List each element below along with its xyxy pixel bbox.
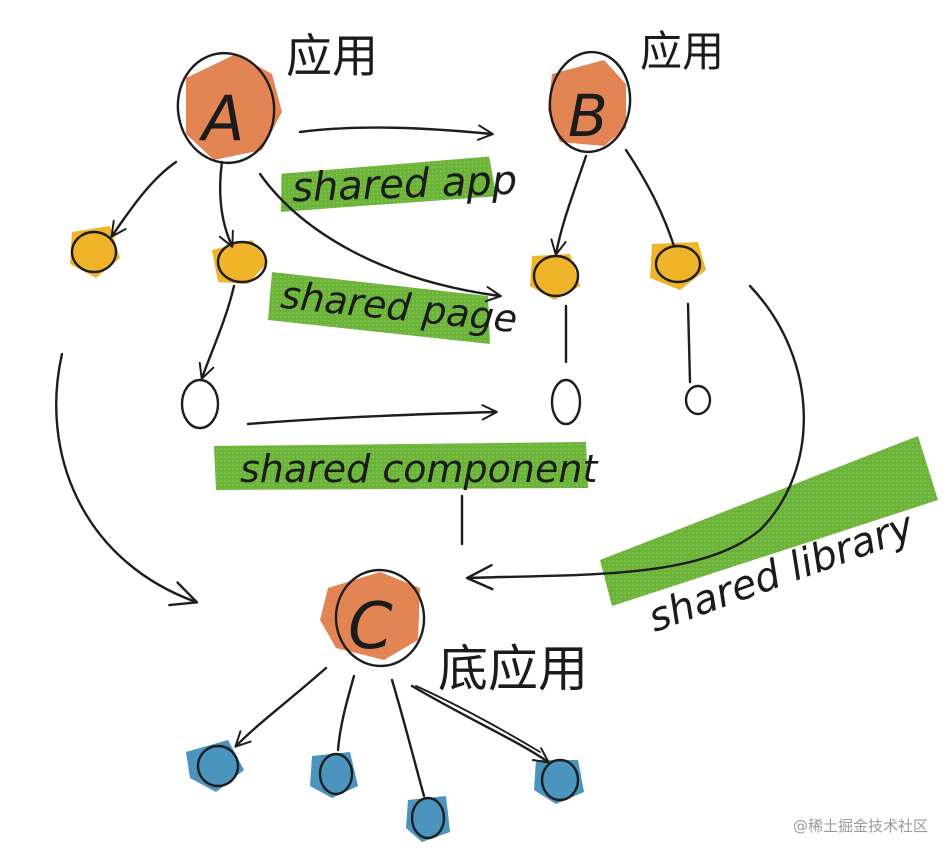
- watermark: @稀土掘金技术社区: [792, 817, 928, 835]
- app-a-node: A: [176, 51, 282, 165]
- page-node-a1: [70, 226, 120, 278]
- arrow-a-to-page2: [218, 160, 234, 248]
- arrow-b-to-page2: [624, 148, 676, 248]
- arrow-c-to-leaf1: [234, 666, 328, 748]
- highlight-shared-app: [280, 156, 497, 212]
- app-b-node: B: [548, 50, 632, 154]
- arrow-a-to-page1: [110, 160, 178, 238]
- label-shared-app: shared app: [291, 158, 518, 212]
- arrow-c-to-leaf2: [336, 674, 356, 752]
- leaf-node-c4: [534, 758, 584, 804]
- arrow-shared-library: [465, 284, 805, 591]
- label-shared-component: shared component: [240, 447, 599, 491]
- arrow-page2-to-component: [198, 284, 236, 380]
- page-node-a2: [212, 240, 268, 284]
- app-c-label: 底应用: [438, 640, 588, 698]
- app-b-letter: B: [568, 82, 608, 150]
- component-node-b2: [684, 384, 712, 416]
- leaf-node-c3: [406, 796, 450, 842]
- arrow-left-to-c: [55, 352, 199, 607]
- arrow-shared-app: [298, 124, 494, 141]
- highlight-shared-component: [214, 442, 588, 490]
- app-c-node: C: [320, 568, 426, 668]
- arrow-leaf4-back-to-c: [415, 685, 541, 753]
- arrow-b-to-page1: [550, 154, 588, 256]
- arrow-shared-page: [258, 172, 502, 303]
- app-b-label: 应用: [640, 27, 724, 76]
- page-node-b2: [650, 242, 706, 290]
- leaf-node-c1: [186, 740, 244, 792]
- arrow-c-to-leaf3: [390, 678, 426, 798]
- line-page-b2-to-component: [686, 302, 692, 384]
- app-a-label: 应用: [286, 29, 378, 83]
- highlight-shared-page: [268, 272, 490, 344]
- component-node-a: [180, 378, 220, 430]
- component-node-b1: [550, 378, 582, 426]
- arrow-c-to-leaf4: [410, 684, 550, 764]
- app-a-letter: A: [198, 82, 244, 155]
- arrow-shared-component: [246, 404, 498, 426]
- leaf-node-c2: [310, 752, 358, 798]
- app-c-letter: C: [348, 590, 393, 664]
- page-node-b1: [530, 254, 580, 300]
